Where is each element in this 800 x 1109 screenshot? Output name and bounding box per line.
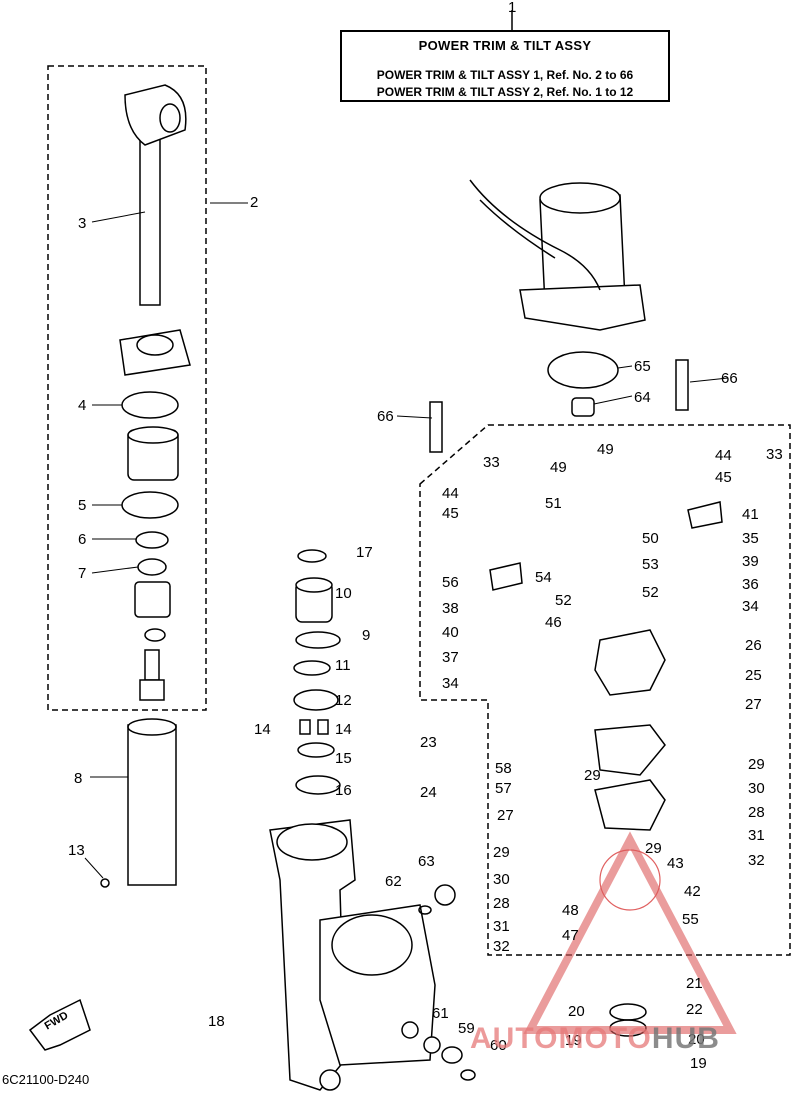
callout-34: 34 <box>742 598 759 615</box>
callout-37: 37 <box>442 649 459 666</box>
callout-29: 29 <box>584 767 601 784</box>
callout-42: 42 <box>684 883 701 900</box>
callout-66: 66 <box>377 408 394 425</box>
callout-49: 49 <box>597 441 614 458</box>
callout-46: 46 <box>545 614 562 631</box>
callout-25: 25 <box>745 667 762 684</box>
callout-33: 33 <box>766 446 783 463</box>
callout-28: 28 <box>493 895 510 912</box>
callout-26: 26 <box>745 637 762 654</box>
callout-41: 41 <box>742 506 759 523</box>
callout-21: 21 <box>686 975 703 992</box>
callout-56: 56 <box>442 574 459 591</box>
title-box: POWER TRIM & TILT ASSY POWER TRIM & TILT… <box>340 30 670 102</box>
callout-9: 9 <box>362 627 370 644</box>
callout-14: 14 <box>335 721 352 738</box>
callout-61: 61 <box>432 1005 449 1022</box>
callout-19: 19 <box>690 1055 707 1072</box>
callout-55: 55 <box>682 911 699 928</box>
watermark-part1: AUTOMOTO <box>470 1022 652 1055</box>
callout-20: 20 <box>688 1031 705 1048</box>
callout-29: 29 <box>645 840 662 857</box>
callout-62: 62 <box>385 873 402 890</box>
callout-3: 3 <box>78 215 86 232</box>
callout-7: 7 <box>78 565 86 582</box>
valve-assy-box <box>419 424 791 956</box>
callout-2: 2 <box>250 194 258 211</box>
callout-44: 44 <box>442 485 459 502</box>
callout-58: 58 <box>495 760 512 777</box>
callout-31: 31 <box>748 827 765 844</box>
callout-16: 16 <box>335 782 352 799</box>
callout-29: 29 <box>493 844 510 861</box>
callout-17: 17 <box>356 544 373 561</box>
watermark-part2: HUB <box>651 1022 720 1055</box>
callout-13: 13 <box>68 842 85 859</box>
title-line-1: POWER TRIM & TILT ASSY 1, Ref. No. 2 to … <box>376 68 634 82</box>
callout-65: 65 <box>634 358 651 375</box>
callout-64: 64 <box>634 389 651 406</box>
callout-38: 38 <box>442 600 459 617</box>
callout-15: 15 <box>335 750 352 767</box>
callout-57: 57 <box>495 780 512 797</box>
callout-48: 48 <box>562 902 579 919</box>
callout-50: 50 <box>642 530 659 547</box>
callout-19: 19 <box>565 1032 582 1049</box>
callout-12: 12 <box>335 692 352 709</box>
callout-33: 33 <box>483 454 500 471</box>
callout-49: 49 <box>550 459 567 476</box>
callout-10: 10 <box>335 585 352 602</box>
title-line-2: POWER TRIM & TILT ASSY 2, Ref. No. 1 to … <box>376 85 634 99</box>
callout-52: 52 <box>642 584 659 601</box>
callout-18: 18 <box>208 1013 225 1030</box>
callout-40: 40 <box>442 624 459 641</box>
callout-54: 54 <box>535 569 552 586</box>
callout-52: 52 <box>555 592 572 609</box>
assy-2-box <box>47 65 207 711</box>
callout-43: 43 <box>667 855 684 872</box>
callout-32: 32 <box>493 938 510 955</box>
callout-4: 4 <box>78 397 86 414</box>
title-heading: POWER TRIM & TILT ASSY <box>418 38 592 53</box>
callout-35: 35 <box>742 530 759 547</box>
callout-30: 30 <box>748 780 765 797</box>
callout-32: 32 <box>748 852 765 869</box>
diagram-code: 6C21100-D240 <box>2 1072 90 1087</box>
callout-27: 27 <box>745 696 762 713</box>
callout-45: 45 <box>442 505 459 522</box>
callout-29: 29 <box>748 756 765 773</box>
callout-23: 23 <box>420 734 437 751</box>
watermark: AUTOMOTOHUB <box>470 1022 720 1056</box>
callout-34: 34 <box>442 675 459 692</box>
callout-22: 22 <box>686 1001 703 1018</box>
callout-8: 8 <box>74 770 82 787</box>
callout-63: 63 <box>418 853 435 870</box>
callout-66: 66 <box>721 370 738 387</box>
callout-5: 5 <box>78 497 86 514</box>
callout-45: 45 <box>715 469 732 486</box>
callout-60: 60 <box>490 1037 507 1054</box>
callout-14: 14 <box>254 721 271 738</box>
callout-30: 30 <box>493 871 510 888</box>
callout-36: 36 <box>742 576 759 593</box>
callout-24: 24 <box>420 784 437 801</box>
callout-6: 6 <box>78 531 86 548</box>
callout-47: 47 <box>562 927 579 944</box>
callout-27: 27 <box>497 807 514 824</box>
callout-59: 59 <box>458 1020 475 1037</box>
callout-39: 39 <box>742 553 759 570</box>
callout-28: 28 <box>748 804 765 821</box>
callout-11: 11 <box>335 657 351 674</box>
callout-53: 53 <box>642 556 659 573</box>
callout-51: 51 <box>545 495 562 512</box>
callout-31: 31 <box>493 918 510 935</box>
callout-1: 1 <box>508 0 516 16</box>
callout-44: 44 <box>715 447 732 464</box>
callout-20: 20 <box>568 1003 585 1020</box>
